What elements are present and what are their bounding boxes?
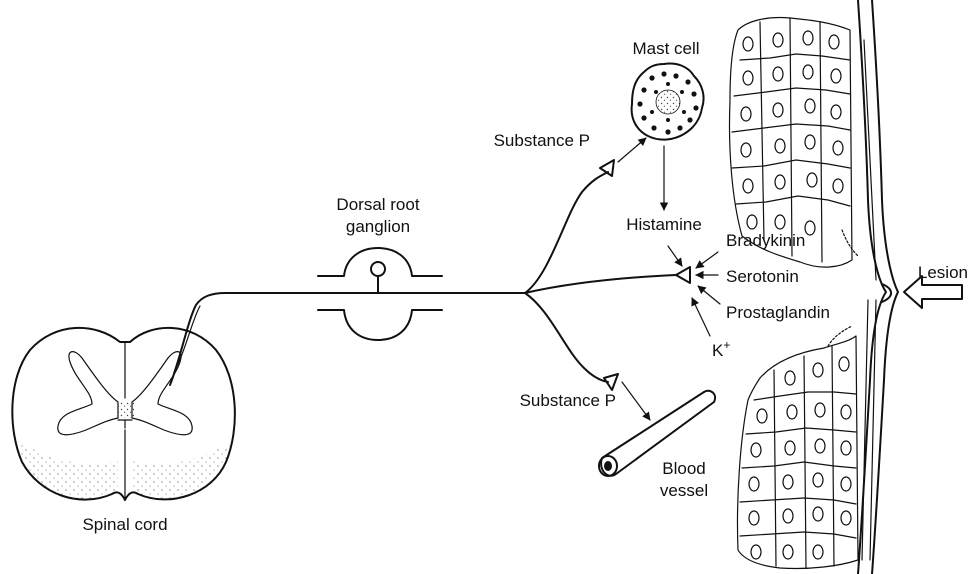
label-substance-p-bottom: Substance P (520, 391, 616, 410)
label-potassium-symbol: K (712, 341, 724, 360)
middle-branch (525, 275, 676, 293)
arrow-prostaglandin (698, 286, 720, 304)
central-commissure (116, 402, 134, 418)
label-ganglion: ganglion (346, 217, 410, 236)
arrow-substance-p-to-vessel (622, 382, 650, 420)
label-mast-cell: Mast cell (632, 39, 699, 58)
label-dorsal-root: Dorsal root (336, 195, 419, 214)
central-canal (118, 420, 132, 428)
arrow-bradykinin (696, 252, 718, 268)
spinal-cord (12, 328, 235, 500)
mast-cell-nucleus (656, 90, 680, 114)
mast-cell (632, 64, 704, 140)
spinal-cord-white-matter (18, 440, 118, 500)
label-potassium-charge: + (723, 338, 730, 352)
arrow-histamine (668, 246, 682, 266)
arrows (618, 138, 720, 420)
label-potassium: K+ (712, 338, 730, 360)
label-serotonin: Serotonin (726, 267, 799, 286)
skin-surface-outer (872, 0, 898, 574)
lower-epithelium (737, 326, 858, 569)
upper-branch (525, 172, 608, 293)
blood-vessel-lumen-inner (604, 461, 612, 471)
label-prostaglandin: Prostaglandin (726, 303, 830, 322)
spinal-cord-white-matter-right (132, 440, 232, 500)
ganglion-cell-body (371, 262, 385, 276)
upper-epithelium (730, 18, 859, 268)
label-vessel: vessel (660, 481, 708, 500)
label-lesion: Lesion (918, 263, 968, 282)
ganglion-lower (318, 310, 442, 340)
label-spinal-cord: Spinal cord (82, 515, 167, 534)
lower-branch (525, 293, 608, 382)
skin-tissue (730, 0, 899, 574)
arrow-potassium (692, 298, 710, 336)
sensory-neuron (170, 160, 690, 390)
middle-terminal (676, 267, 690, 283)
upper-terminal (600, 160, 614, 176)
dorsal-root-fiber (170, 293, 525, 385)
label-substance-p-top: Substance P (494, 131, 590, 150)
lower-cell-nuclei (749, 357, 851, 559)
arrow-substance-p-to-mast-cell (618, 138, 646, 162)
gray-matter (58, 352, 118, 435)
label-histamine: Histamine (626, 215, 702, 234)
lower-terminal (604, 374, 618, 390)
label-bradykinin: Bradykinin (726, 231, 805, 250)
gray-matter-right (132, 352, 192, 435)
label-blood: Blood (662, 459, 705, 478)
